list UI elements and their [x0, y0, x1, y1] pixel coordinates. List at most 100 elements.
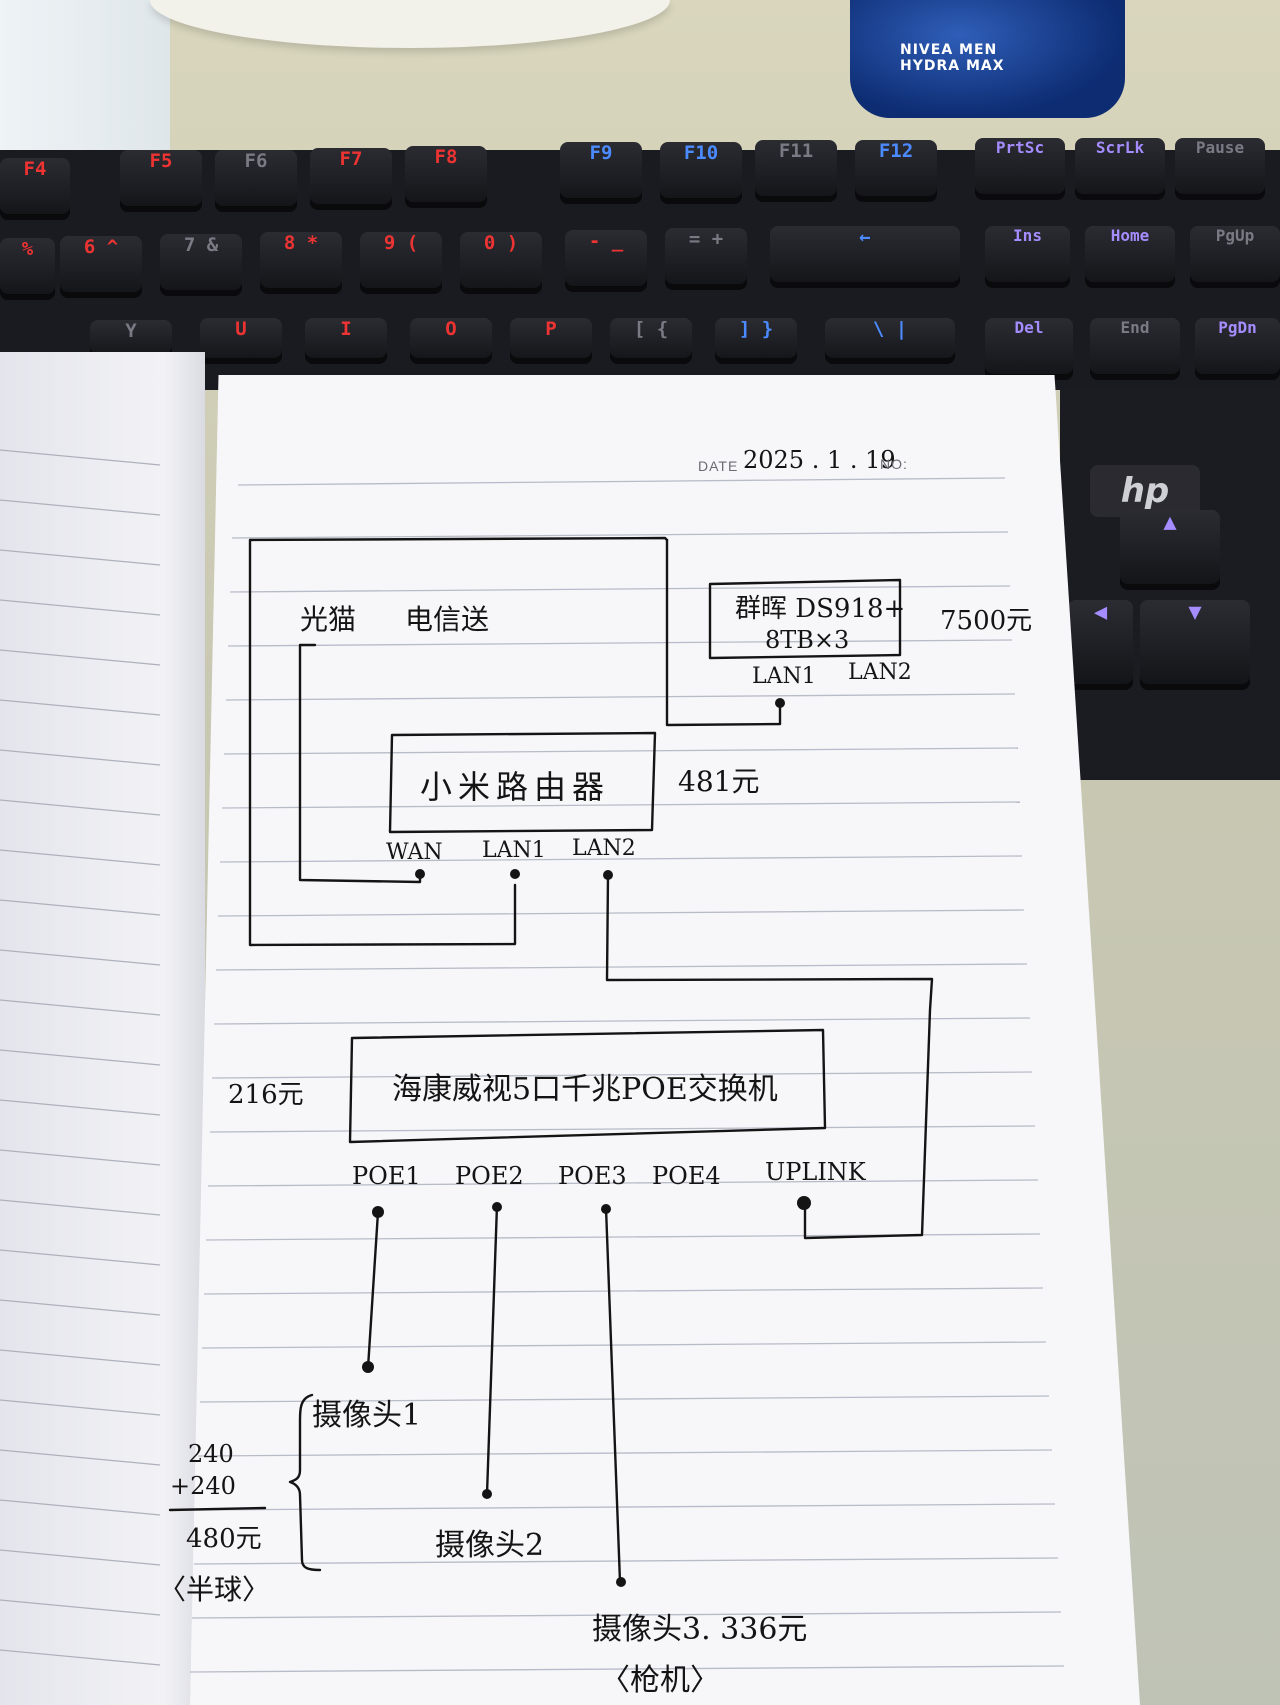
key-label: F9 [589, 142, 613, 164]
nas-name: 群晖 DS918+ [735, 594, 906, 624]
key-right-bracket[interactable]: ] } [715, 318, 797, 364]
switch-port-uplink: UPLINK [765, 1158, 866, 1186]
switch-port-poe3: POE3 [558, 1162, 627, 1190]
key-label: 9 ( [383, 232, 419, 254]
key-label: F7 [339, 148, 363, 170]
key-pause[interactable]: Pause [1175, 138, 1265, 200]
key-label: % [21, 238, 34, 260]
notebook-right-page [190, 375, 1140, 1705]
key-label: 7 & [183, 234, 219, 256]
key-label: PgUp [1215, 226, 1255, 245]
key-f6[interactable]: F6 [215, 150, 297, 212]
key-o[interactable]: O [410, 318, 492, 364]
left-page-lines [0, 449, 161, 1666]
key-home[interactable]: Home [1085, 226, 1175, 288]
switch-port-poe4: POE4 [652, 1162, 721, 1190]
arrow-left-key[interactable]: ◀ [1068, 600, 1133, 690]
key-label: PrtSc [995, 138, 1045, 157]
key-i[interactable]: I [305, 318, 387, 364]
date-label: DATE [698, 458, 739, 474]
key-0[interactable]: 0 ) [460, 232, 542, 294]
camera-2-label: 摄像头2 [435, 1528, 545, 1563]
key-minus[interactable]: - _ [565, 230, 647, 292]
key-f8[interactable]: F8 [405, 146, 487, 208]
poe1-wire [366, 1210, 380, 1370]
router-port-lan1: LAN1 [482, 838, 546, 863]
switch-name: 海康威视5口千兆POE交换机 [392, 1072, 778, 1107]
key-6[interactable]: 6 ^ [60, 236, 142, 298]
jar-product: HYDRA MAX [900, 58, 1005, 74]
dome-type: 〈半球〉 [158, 1573, 271, 1606]
cream-jar [850, 0, 1125, 118]
cream-jar-label: NIVEA MEN HYDRA MAX [900, 42, 1005, 74]
sum-line [168, 1506, 267, 1512]
dome-calc-line2: +240 [170, 1472, 236, 1500]
camera-1-label: 摄像头1 [312, 1398, 422, 1433]
nas-storage: 8TB×3 [765, 626, 850, 654]
key-pgup[interactable]: PgUp [1190, 226, 1280, 288]
key-f11[interactable]: F11 [755, 140, 837, 202]
nas-box [708, 578, 902, 660]
key-u[interactable]: U [200, 318, 282, 364]
key-f9[interactable]: F9 [560, 142, 642, 204]
key-label: F5 [149, 150, 173, 172]
key-label: U [235, 318, 247, 340]
key-label: ] } [738, 318, 774, 340]
arrow-up-icon: ▲ [1163, 510, 1177, 535]
key-label: PgDn [1218, 318, 1257, 337]
key-del[interactable]: Del [985, 318, 1073, 380]
dome-calc-line1: 240 [188, 1440, 234, 1468]
key-equals[interactable]: = + [665, 228, 747, 290]
key-label: = + [688, 228, 724, 250]
key-label: Ins [1013, 226, 1042, 245]
key-backspace[interactable]: ← [770, 226, 960, 288]
switch-port-poe1: POE1 [352, 1162, 421, 1190]
poe2-wire [485, 1203, 499, 1496]
switch-box [348, 1028, 827, 1144]
key-left-bracket[interactable]: [ { [610, 318, 692, 364]
key-label: 6 ^ [83, 236, 119, 258]
key-end[interactable]: End [1090, 318, 1180, 380]
router-port-lan2: LAN2 [572, 836, 636, 861]
router-port-wan: WAN [386, 840, 443, 865]
key-5[interactable]: % [0, 238, 55, 300]
key-9[interactable]: 9 ( [360, 232, 442, 294]
key-label: F12 [878, 140, 914, 162]
lan2-uplink-wire [605, 873, 934, 1240]
key-f5[interactable]: F5 [120, 150, 202, 212]
switch-price: 216元 [228, 1080, 304, 1110]
key-f4[interactable]: F4 [0, 158, 70, 220]
key-7[interactable]: 7 & [160, 234, 242, 296]
nas-lan1-wire [665, 538, 782, 727]
key-label: Pause [1195, 138, 1245, 157]
key-prtsc[interactable]: PrtSc [975, 138, 1065, 200]
key-pgdn[interactable]: PgDn [1195, 318, 1280, 380]
key-f10[interactable]: F10 [660, 142, 742, 204]
key-backslash[interactable]: \ | [825, 318, 955, 364]
notebook-left-page [0, 352, 205, 1705]
key-label: - _ [588, 230, 624, 252]
key-label: 8 * [283, 232, 319, 254]
key-label: 0 ) [483, 232, 519, 254]
port-dots [362, 698, 811, 1587]
key-label: F10 [683, 142, 719, 164]
key-8[interactable]: 8 * [260, 232, 342, 294]
key-p[interactable]: P [510, 318, 592, 364]
key-label: F11 [778, 140, 814, 162]
key-label: F4 [23, 158, 47, 180]
key-label: End [1120, 318, 1150, 337]
key-f12[interactable]: F12 [855, 140, 937, 202]
date-value: 2025 . 1 . 19 [743, 446, 896, 474]
arrow-up-key[interactable]: ▲ [1120, 510, 1220, 590]
key-ins[interactable]: Ins [985, 226, 1070, 288]
diagram-strokes [168, 536, 934, 1584]
key-f7[interactable]: F7 [310, 148, 392, 210]
no-label: NO: [880, 456, 908, 472]
key-scrlk[interactable]: ScrLk [1075, 138, 1165, 200]
arrow-down-icon: ▼ [1188, 600, 1202, 625]
key-label: Del [1014, 318, 1044, 337]
arrow-down-key[interactable]: ▼ [1140, 600, 1250, 690]
key-label: \ | [872, 318, 908, 340]
key-label: I [340, 318, 352, 340]
